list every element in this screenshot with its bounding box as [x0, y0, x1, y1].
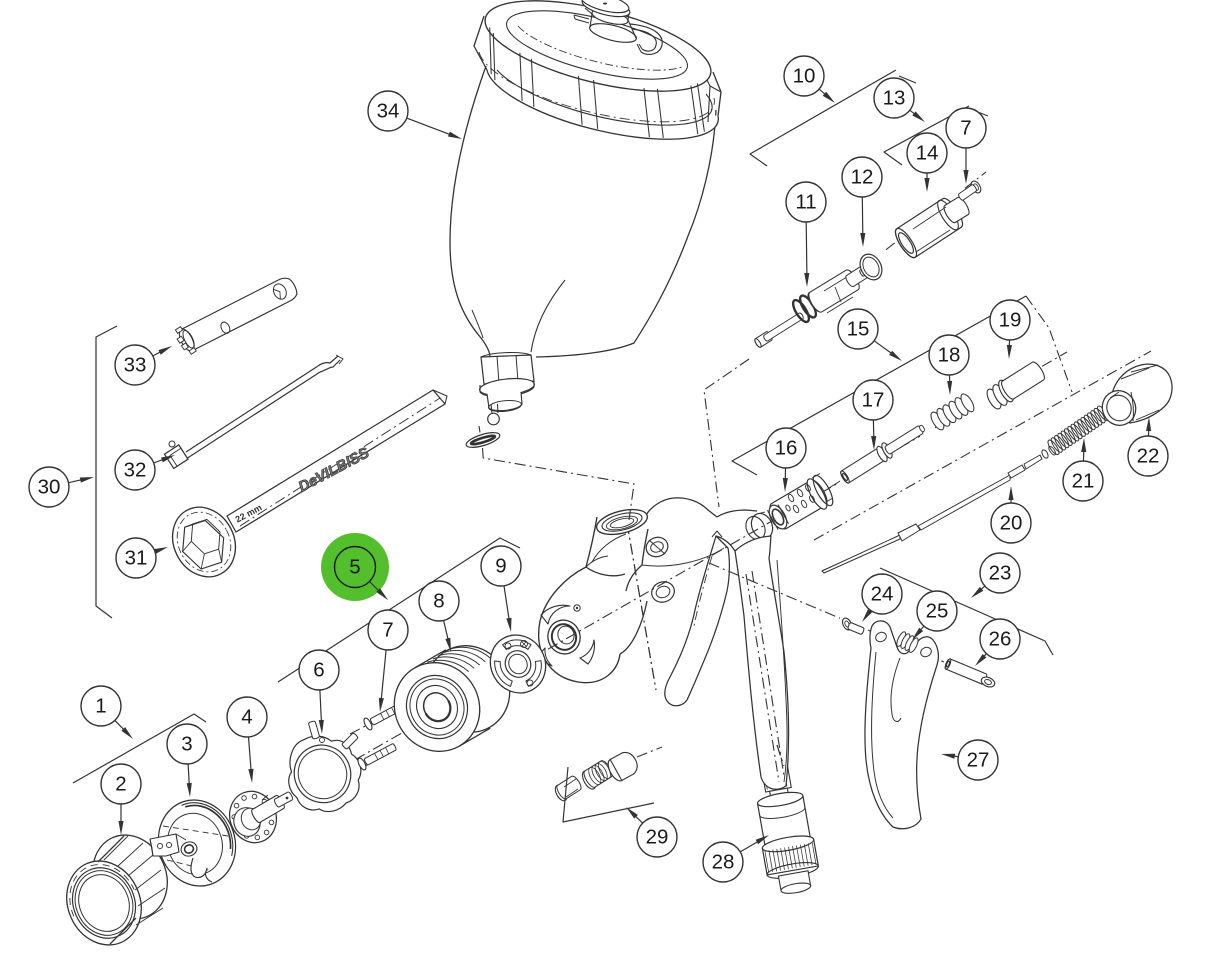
svg-text:24: 24	[871, 583, 894, 606]
svg-text:9: 9	[495, 555, 506, 578]
svg-text:34: 34	[377, 100, 400, 123]
svg-text:6: 6	[313, 659, 324, 682]
svg-text:25: 25	[926, 600, 949, 623]
svg-text:18: 18	[938, 344, 961, 367]
svg-text:4: 4	[241, 706, 252, 729]
svg-text:15: 15	[847, 318, 870, 341]
svg-text:8: 8	[433, 590, 444, 613]
svg-text:1: 1	[95, 695, 106, 718]
svg-text:20: 20	[1000, 512, 1023, 535]
svg-text:5: 5	[349, 556, 360, 579]
svg-text:11: 11	[795, 191, 816, 214]
svg-text:2: 2	[115, 773, 126, 796]
svg-text:16: 16	[775, 437, 798, 460]
svg-text:10: 10	[793, 65, 816, 88]
svg-text:31: 31	[125, 547, 148, 570]
svg-text:13: 13	[883, 87, 906, 110]
svg-text:29: 29	[646, 826, 669, 849]
svg-text:14: 14	[916, 142, 939, 165]
svg-text:7: 7	[382, 619, 393, 642]
svg-text:26: 26	[989, 628, 1012, 651]
svg-text:33: 33	[124, 354, 147, 377]
svg-text:23: 23	[989, 562, 1012, 585]
svg-text:7: 7	[960, 117, 971, 140]
svg-text:17: 17	[862, 389, 885, 412]
svg-text:22: 22	[1137, 445, 1160, 468]
svg-text:12: 12	[851, 166, 874, 189]
svg-text:32: 32	[124, 459, 147, 482]
svg-text:19: 19	[999, 309, 1022, 332]
svg-text:28: 28	[712, 851, 735, 874]
svg-text:27: 27	[967, 749, 990, 772]
svg-text:3: 3	[181, 733, 192, 756]
svg-text:30: 30	[38, 476, 61, 499]
svg-text:21: 21	[1072, 470, 1095, 493]
